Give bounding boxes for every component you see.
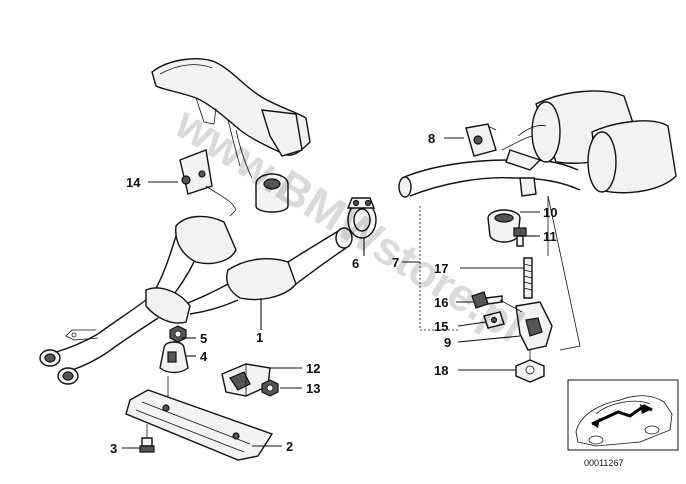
callout-9: 9 [444, 335, 451, 350]
callout-6: 6 [352, 256, 359, 271]
part-10-rubber-bushing [487, 177, 537, 243]
part-9-hanger [499, 299, 553, 351]
part-16-bolt [471, 291, 503, 309]
callout-10: 10 [543, 205, 557, 220]
callout-labels: 1 2 3 4 5 6 7 8 9 10 11 12 13 14 15 16 1… [110, 131, 557, 456]
callout-13: 13 [306, 381, 320, 396]
part-8-rubber-mount [465, 123, 497, 157]
part-4-rubber-hanger [159, 341, 189, 374]
leader-lines [122, 137, 540, 449]
callout-14: 14 [126, 175, 141, 190]
callout-16: 16 [434, 295, 448, 310]
callout-7: 7 [392, 255, 399, 270]
connection-lines [419, 195, 581, 351]
part-17-stud [523, 257, 533, 299]
part-15-plate [483, 311, 505, 329]
rubber-mount [255, 173, 289, 213]
callout-3: 3 [110, 441, 117, 456]
callout-1: 1 [256, 330, 263, 345]
callout-4: 4 [200, 349, 208, 364]
part-1-front-pipe [39, 215, 353, 385]
car-outline-icon [575, 395, 673, 447]
callout-5: 5 [200, 331, 207, 346]
callout-17: 17 [434, 261, 448, 276]
part-14-bracket [179, 149, 237, 217]
upper-heat-shield [151, 58, 311, 179]
callout-8: 8 [428, 131, 435, 146]
part-5-nut [169, 325, 187, 343]
rear-silencer [398, 90, 677, 198]
part-13-nut [261, 379, 279, 397]
vehicle-location-inset: 00011267 [567, 379, 679, 468]
part-2-cover-plate [125, 376, 274, 461]
callout-18: 18 [434, 363, 448, 378]
callout-12: 12 [306, 361, 320, 376]
part-6-clamp [346, 197, 377, 239]
callout-2: 2 [286, 439, 293, 454]
callout-11: 11 [543, 229, 557, 244]
part-18-nut [515, 350, 545, 383]
part-3-bolt [139, 424, 155, 453]
diagram-number: 00011267 [584, 458, 623, 468]
callout-15: 15 [434, 319, 448, 334]
